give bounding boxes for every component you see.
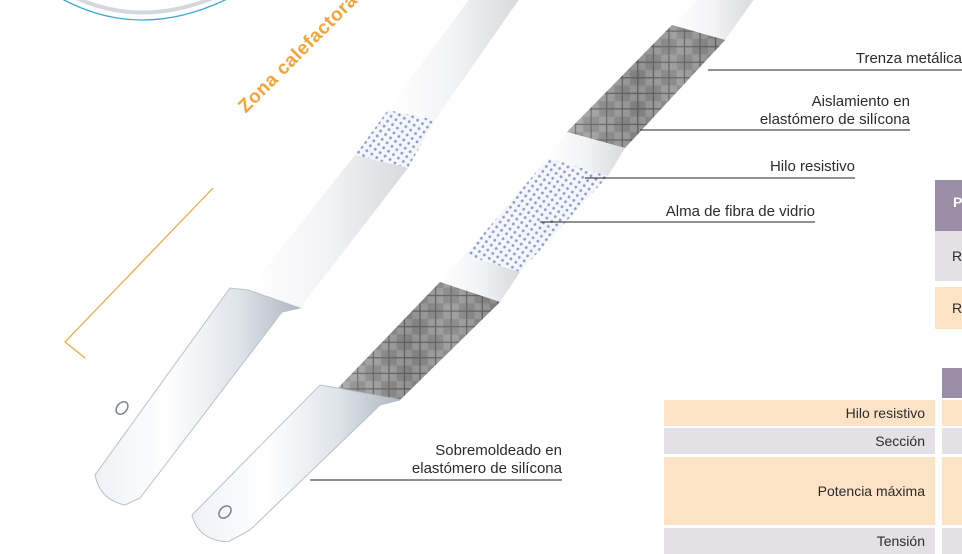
table-value-cell — [942, 428, 962, 454]
callout-wire-text: Hilo resistivo — [769, 158, 855, 175]
table-value-cell — [942, 528, 962, 554]
row-label-hilo: Hilo resistivo — [845, 405, 925, 421]
table-top-header-text: P — [953, 194, 962, 210]
table-bottom-header-cell — [942, 368, 962, 398]
table-top-row-text: R — [952, 300, 962, 316]
callout-braid: Trenza metálica — [856, 50, 962, 68]
cable-illustration — [62, 0, 962, 542]
callout-core: Alma de fibra de vidrio — [666, 203, 815, 221]
right-cable — [191, 0, 754, 542]
callout-wire: Hilo resistivo — [770, 158, 855, 176]
callout-insulation-line2: elastómero de silícona — [759, 111, 910, 128]
left-cable — [94, 0, 519, 506]
callout-braid-text: Trenza metálica — [855, 50, 962, 67]
table-top-row: R — [935, 287, 962, 329]
table-row: Tensión — [664, 528, 935, 554]
zoom-circle-arc — [62, 0, 227, 21]
callout-insulation: Aislamiento en elastómero de silícona — [760, 93, 910, 129]
heating-zone-bracket — [64, 187, 214, 359]
row-label-tension: Tensión — [876, 533, 925, 549]
row-label-potencia: Potencia máxima — [817, 483, 925, 499]
table-row: Potencia máxima — [664, 457, 935, 525]
callout-overmold: Sobremoldeado en elastómero de silícona — [412, 442, 562, 478]
table-top-header: P — [935, 180, 962, 231]
table-value-cell — [942, 400, 962, 426]
callout-insulation-line1: Aislamiento en — [811, 93, 910, 110]
callout-core-text: Alma de fibra de vidrio — [665, 203, 815, 220]
table-top-row-text: R — [952, 248, 962, 264]
diagram-canvas: Zona calefactora Trenza metálica Aislami… — [62, 0, 962, 554]
callout-overmold-line2: elastómero de silícona — [411, 460, 562, 477]
table-row: Hilo resistivo — [664, 400, 935, 426]
callout-overmold-line1: Sobremoldeado en — [435, 442, 562, 459]
table-row: Sección — [664, 428, 935, 454]
table-value-cell — [942, 457, 962, 525]
table-top-row: R — [935, 231, 962, 281]
row-label-seccion: Sección — [875, 433, 925, 449]
